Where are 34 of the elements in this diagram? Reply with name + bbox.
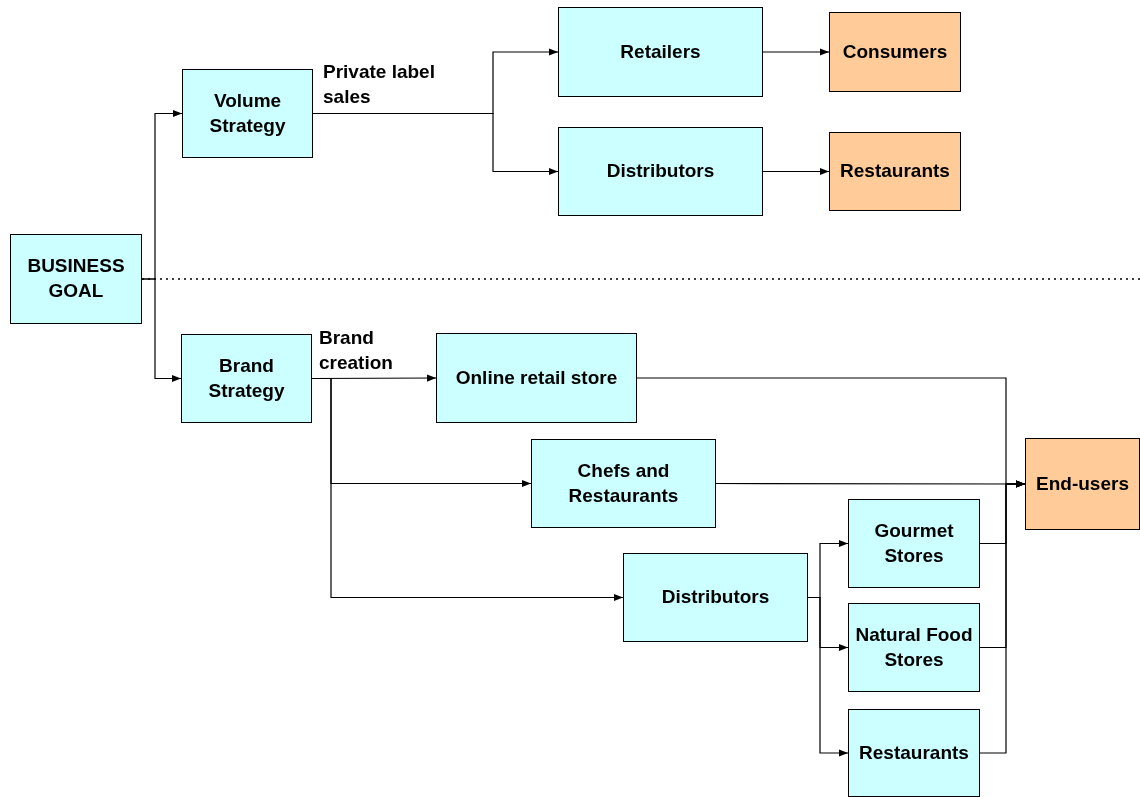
process-box	[1025, 438, 1140, 530]
node-label: Consumers	[842, 39, 948, 64]
arrow	[807, 596, 849, 757]
process-box	[848, 499, 980, 588]
node-label: Volume Strategy	[208, 88, 287, 138]
arrow	[762, 167, 830, 176]
process-box	[829, 132, 961, 211]
node-label: Online retail store	[455, 365, 618, 390]
process-box	[558, 127, 763, 216]
process-box	[531, 439, 716, 528]
process-box	[181, 334, 312, 423]
process-box	[10, 234, 142, 324]
node-label: Distributors	[606, 159, 715, 184]
arrow	[979, 480, 1026, 754]
node-label: Chefs and Restaurants	[567, 458, 680, 508]
node-label: Distributors	[661, 585, 770, 610]
node-label: Retailers	[620, 39, 701, 64]
arrow	[141, 278, 182, 383]
node-label: Gourmet Stores	[873, 518, 955, 568]
node-label: Brand Strategy	[207, 353, 286, 403]
node-label: End-users	[1036, 471, 1129, 496]
node-label: BUSINESS GOAL	[26, 254, 126, 303]
process-box	[848, 709, 980, 797]
node-label: Restaurants	[859, 740, 969, 765]
node-label: Natural Food Stores	[854, 622, 974, 672]
process-box	[436, 333, 637, 423]
arrow	[312, 112, 559, 176]
process-box	[623, 553, 808, 642]
process-box	[829, 12, 961, 92]
node-label: Restaurants	[840, 159, 950, 184]
process-box	[182, 69, 313, 158]
arrow	[762, 48, 830, 56]
process-box	[558, 7, 763, 97]
process-box	[848, 603, 980, 692]
